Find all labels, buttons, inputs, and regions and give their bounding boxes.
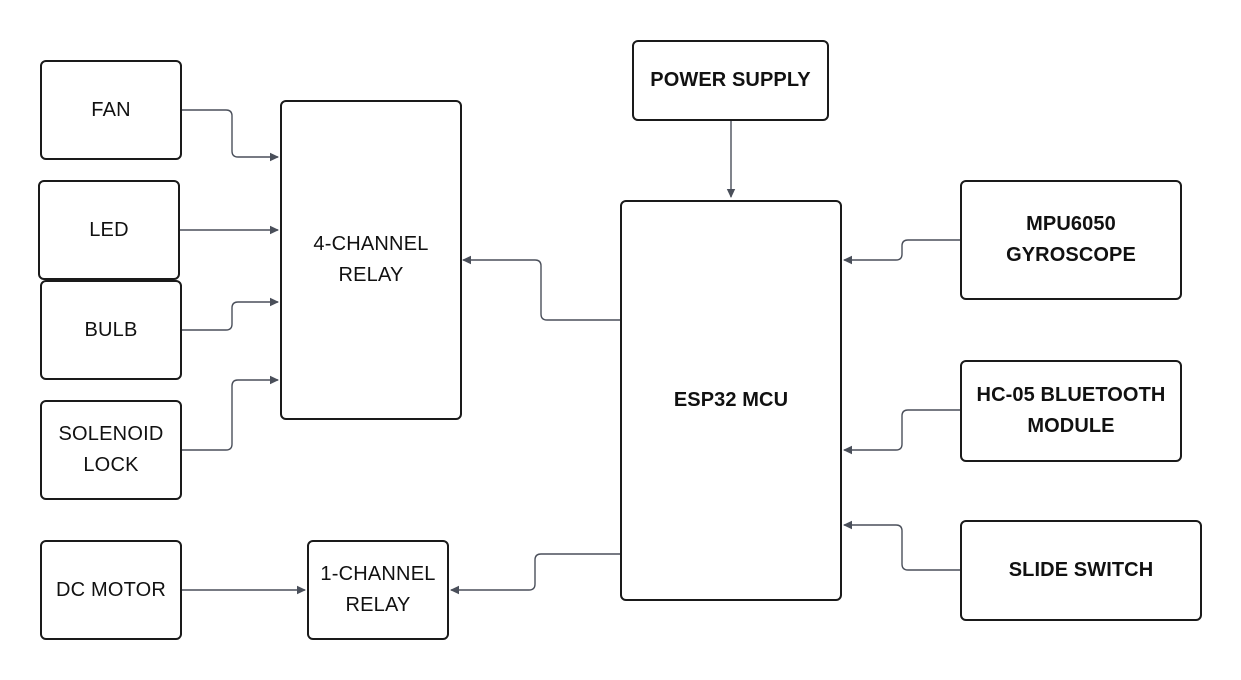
power-supply-label: POWER SUPPLY [650, 69, 811, 91]
power-supply-block: POWER SUPPLY [632, 40, 829, 121]
arrow-esp32-to-relay-1ch [450, 553, 620, 595]
solenoid-lock-label: SOLENOID LOCK [58, 423, 164, 476]
slide-switch-block: SLIDE SWITCH [960, 520, 1202, 621]
hc05-bluetooth-module-label: HC-05 BLUETOOTH MODULE [976, 384, 1166, 437]
arrow-fan-to-relay-4ch [182, 109, 279, 162]
one-channel-relay-block: 1-CHANNEL RELAY [307, 540, 449, 640]
esp32-mcu-block: ESP32 MCU [620, 200, 842, 601]
arrow-esp32-to-relay-4ch [462, 255, 620, 321]
arrow-slide-switch-to-esp32 [843, 520, 960, 571]
dc-motor-label: DC MOTOR [55, 578, 167, 601]
hc05-bluetooth-module-block: HC-05 BLUETOOTH MODULE [960, 360, 1182, 462]
dc-motor-block: DC MOTOR [40, 540, 182, 640]
slide-switch-label: SLIDE SWITCH [1008, 559, 1154, 581]
arrow-mpu6050-to-esp32 [843, 239, 960, 265]
arrow-bulb-to-relay-4ch [182, 297, 279, 331]
mpu6050-gyroscope-label: MPU6050 GYROSCOPE [1006, 213, 1136, 266]
four-channel-relay-label: 4-CHANNEL RELAY [313, 233, 429, 286]
arrow-solenoid-lock-to-relay-4ch [182, 375, 279, 451]
led-label: LED [89, 218, 129, 241]
one-channel-relay-label: 1-CHANNEL RELAY [320, 563, 436, 616]
mpu6050-gyroscope-block: MPU6050 GYROSCOPE [960, 180, 1182, 300]
solenoid-lock-block: SOLENOID LOCK [40, 400, 182, 500]
led-block: LED [38, 180, 180, 280]
fan-block: FAN [40, 60, 182, 160]
bulb-block: BULB [40, 280, 182, 380]
fan-label: FAN [91, 98, 131, 121]
arrow-hc05-to-esp32 [843, 409, 960, 455]
bulb-label: BULB [84, 318, 138, 341]
four-channel-relay-block: 4-CHANNEL RELAY [280, 100, 462, 420]
esp32-mcu-label: ESP32 MCU [673, 389, 789, 411]
